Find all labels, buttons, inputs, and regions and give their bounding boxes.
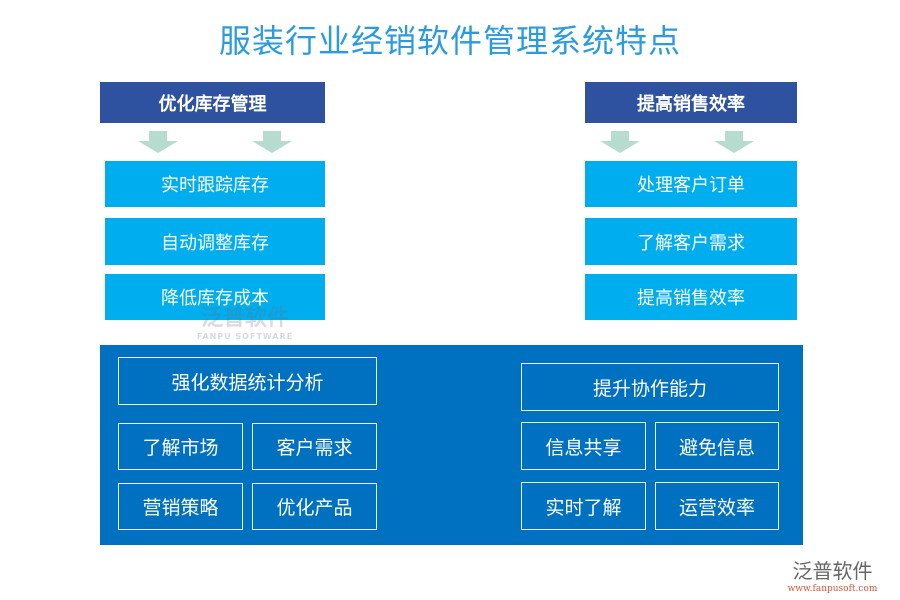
left-item: 自动调整库存: [105, 218, 325, 265]
right-item: 提高销售效率: [585, 274, 797, 320]
bottom-right-item: 实时了解: [521, 482, 646, 530]
logo-url: www.fanpusoft.com: [787, 583, 878, 594]
bottom-left-item: 营销策略: [118, 483, 243, 530]
bottom-left-item: 客户需求: [252, 423, 377, 470]
bottom-right-item: 避免信息: [655, 422, 779, 470]
arrow-down-icon: [600, 131, 640, 153]
bottom-right-item: 信息共享: [521, 422, 646, 470]
logo-name: 泛普软件: [792, 558, 873, 583]
bottom-left-header: 强化数据统计分析: [118, 357, 377, 405]
arrow-down-icon: [714, 131, 754, 153]
bottom-left-item: 了解市场: [118, 423, 243, 470]
bottom-left-item: 优化产品: [252, 483, 377, 530]
right-item: 处理客户订单: [585, 161, 797, 207]
logo: 泛普软件 www.fanpusoft.com: [770, 553, 895, 595]
bottom-right-header: 提升协作能力: [521, 363, 779, 411]
arrow-down-icon: [138, 131, 178, 153]
left-item: 降低库存成本: [105, 274, 325, 320]
bottom-right-item: 运营效率: [655, 482, 779, 530]
right-header: 提高销售效率: [585, 82, 797, 123]
left-item: 实时跟踪库存: [105, 161, 325, 207]
arrow-down-icon: [252, 131, 292, 153]
left-header: 优化库存管理: [100, 82, 325, 123]
right-item: 了解客户需求: [585, 218, 797, 265]
bottom-panel: [100, 345, 803, 545]
page-title: 服装行业经销软件管理系统特点: [218, 22, 681, 60]
